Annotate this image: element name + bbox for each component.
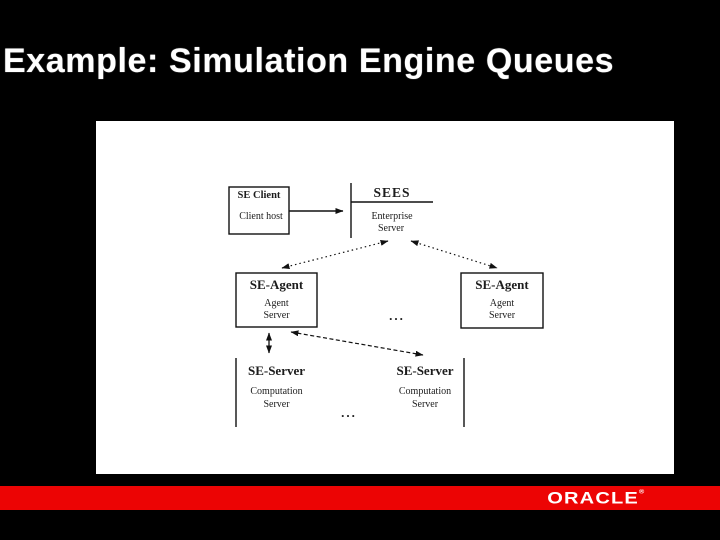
se-agent-right-box xyxy=(460,272,544,329)
sees-to-agent-right-dotted-arrow xyxy=(410,240,498,269)
footer-brand-bar: ORACLE® xyxy=(0,486,720,510)
se-client-label: SE Client xyxy=(238,190,281,201)
agent-server-right-label-line1: Agent xyxy=(490,298,515,309)
computation-server-left-label-line1: Computation xyxy=(250,386,302,397)
oracle-logo: ORACLE® xyxy=(547,490,644,507)
se-server-left-label: SE-Server xyxy=(248,363,305,378)
se-server-right-label: SE-Server xyxy=(396,363,453,378)
agent-server-right-label-line2: Server xyxy=(489,310,516,321)
se-agent-left-box xyxy=(235,272,318,328)
se-agent-left-label: SE-Agent xyxy=(250,277,304,292)
agent-server-left-label-line1: Agent xyxy=(264,298,289,309)
agent-server-left-label-line2: Server xyxy=(263,310,290,321)
agent-to-server-right-dashed-arrow xyxy=(290,330,424,357)
client-host-label: Client host xyxy=(239,211,283,222)
agents-ellipsis: ... xyxy=(389,308,405,323)
sees-label: SEES xyxy=(373,185,410,200)
computation-server-left-label-line2: Server xyxy=(263,399,290,410)
enterprise-server-label-line1: Enterprise xyxy=(371,211,413,222)
registered-trademark-icon: ® xyxy=(638,489,644,496)
sees-to-agent-left-dotted-arrow xyxy=(281,239,389,270)
architecture-diagram: SE Client Client host SEES Enterprise Se… xyxy=(228,183,544,427)
slide-title: Example: Simulation Engine Queues xyxy=(3,42,615,80)
oracle-logo-text: ORACLE xyxy=(547,488,639,508)
servers-ellipsis: ... xyxy=(341,405,357,420)
computation-server-right-label-line2: Server xyxy=(412,399,439,410)
diagram-panel: SE Client Client host SEES Enterprise Se… xyxy=(96,121,674,474)
se-agent-right-label: SE-Agent xyxy=(475,277,529,292)
computation-server-right-label-line1: Computation xyxy=(399,386,451,397)
enterprise-server-label-line2: Server xyxy=(378,223,405,234)
